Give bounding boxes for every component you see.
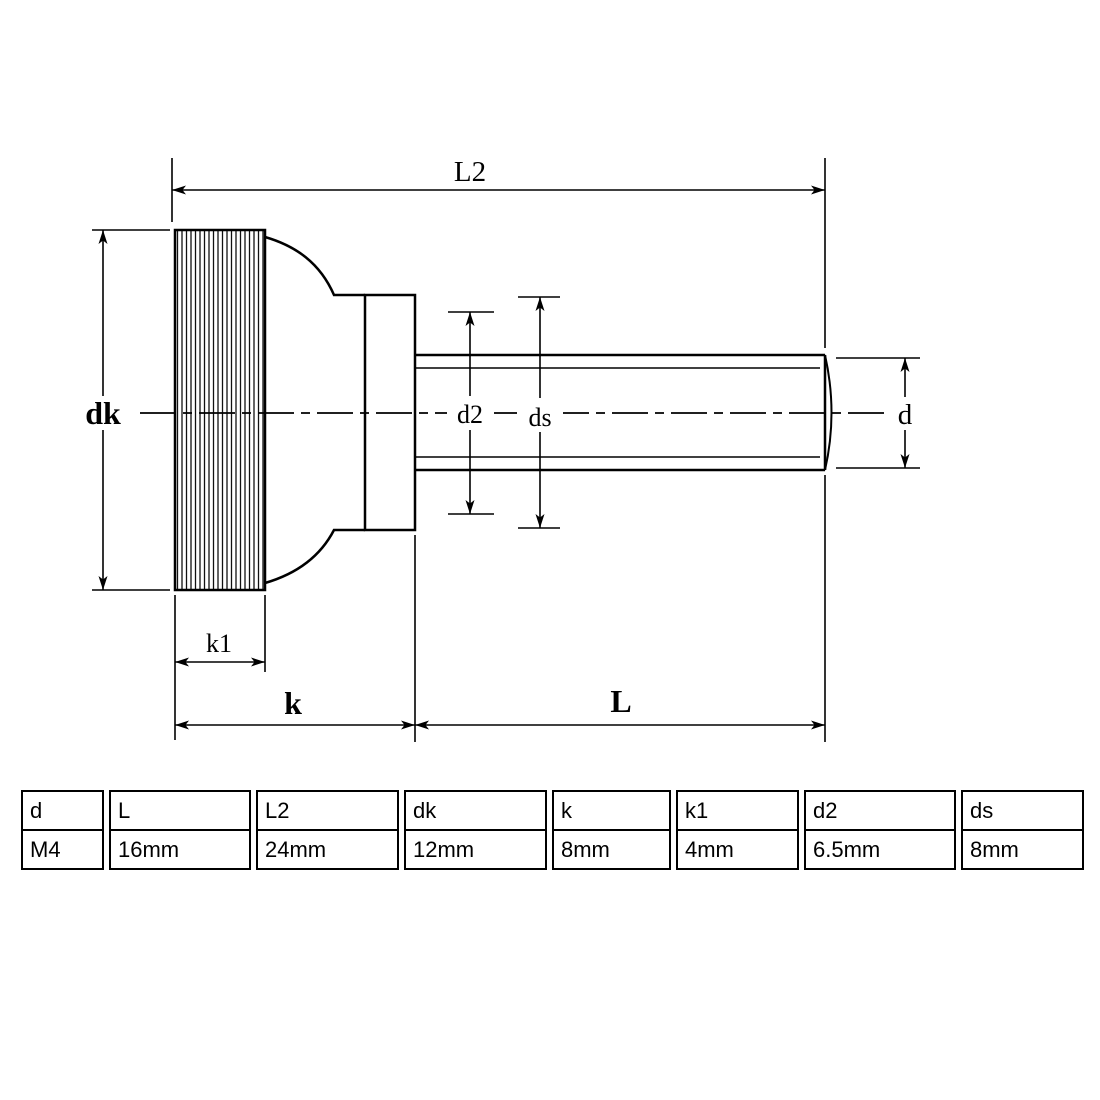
dim-label-L: L (610, 683, 631, 719)
shaft-end-dome (824, 354, 833, 471)
spec-header-L: L (109, 790, 251, 831)
dim-label-d2: d2 (457, 400, 483, 429)
spec-value-dk: 12mm (404, 829, 547, 870)
dimension-L2: L2 (171, 156, 826, 348)
spec-header-k: k (552, 790, 671, 831)
spec-table: d L L2 dk k k1 d2 ds M4 16mm 24mm 12mm 8… (21, 790, 1084, 870)
dimension-ds: ds (517, 296, 563, 529)
label-mask (891, 397, 921, 430)
spec-header-d2: d2 (804, 790, 956, 831)
label-mask (447, 396, 493, 430)
spec-header-d: d (21, 790, 104, 831)
spec-header-ds: ds (961, 790, 1084, 831)
dimension-dk: dk (79, 229, 170, 591)
spec-value-ds: 8mm (961, 829, 1084, 870)
dimension-k-L: k L (175, 475, 826, 742)
neck-curve-top (264, 235, 365, 297)
spec-header-k1: k1 (676, 790, 799, 831)
spec-value-d: M4 (21, 829, 104, 870)
spec-value-k1: 4mm (676, 829, 799, 870)
spec-header-dk: dk (404, 790, 547, 831)
technical-drawing: L2 dk d2 ds (79, 156, 921, 742)
dim-label-dk: dk (85, 395, 121, 431)
spec-value-d2: 6.5mm (804, 829, 956, 870)
label-mask (517, 398, 563, 432)
spec-header-L2: L2 (256, 790, 399, 831)
dimension-d: d (836, 357, 921, 469)
dimension-d2: d2 (447, 311, 494, 515)
knurled-head (173, 228, 267, 592)
dim-label-k1: k1 (206, 629, 232, 658)
screw-body (173, 228, 833, 592)
dim-label-k: k (284, 685, 302, 721)
dim-label-L2: L2 (454, 156, 486, 188)
label-mask (79, 396, 127, 430)
spec-value-k: 8mm (552, 829, 671, 870)
dimension-k1: k1 (174, 595, 266, 740)
spec-value-L2: 24mm (256, 829, 399, 870)
spec-value-L: 16mm (109, 829, 251, 870)
dim-label-d: d (898, 399, 913, 431)
neck-curve-bottom (264, 528, 365, 585)
dim-label-ds: ds (528, 403, 551, 432)
